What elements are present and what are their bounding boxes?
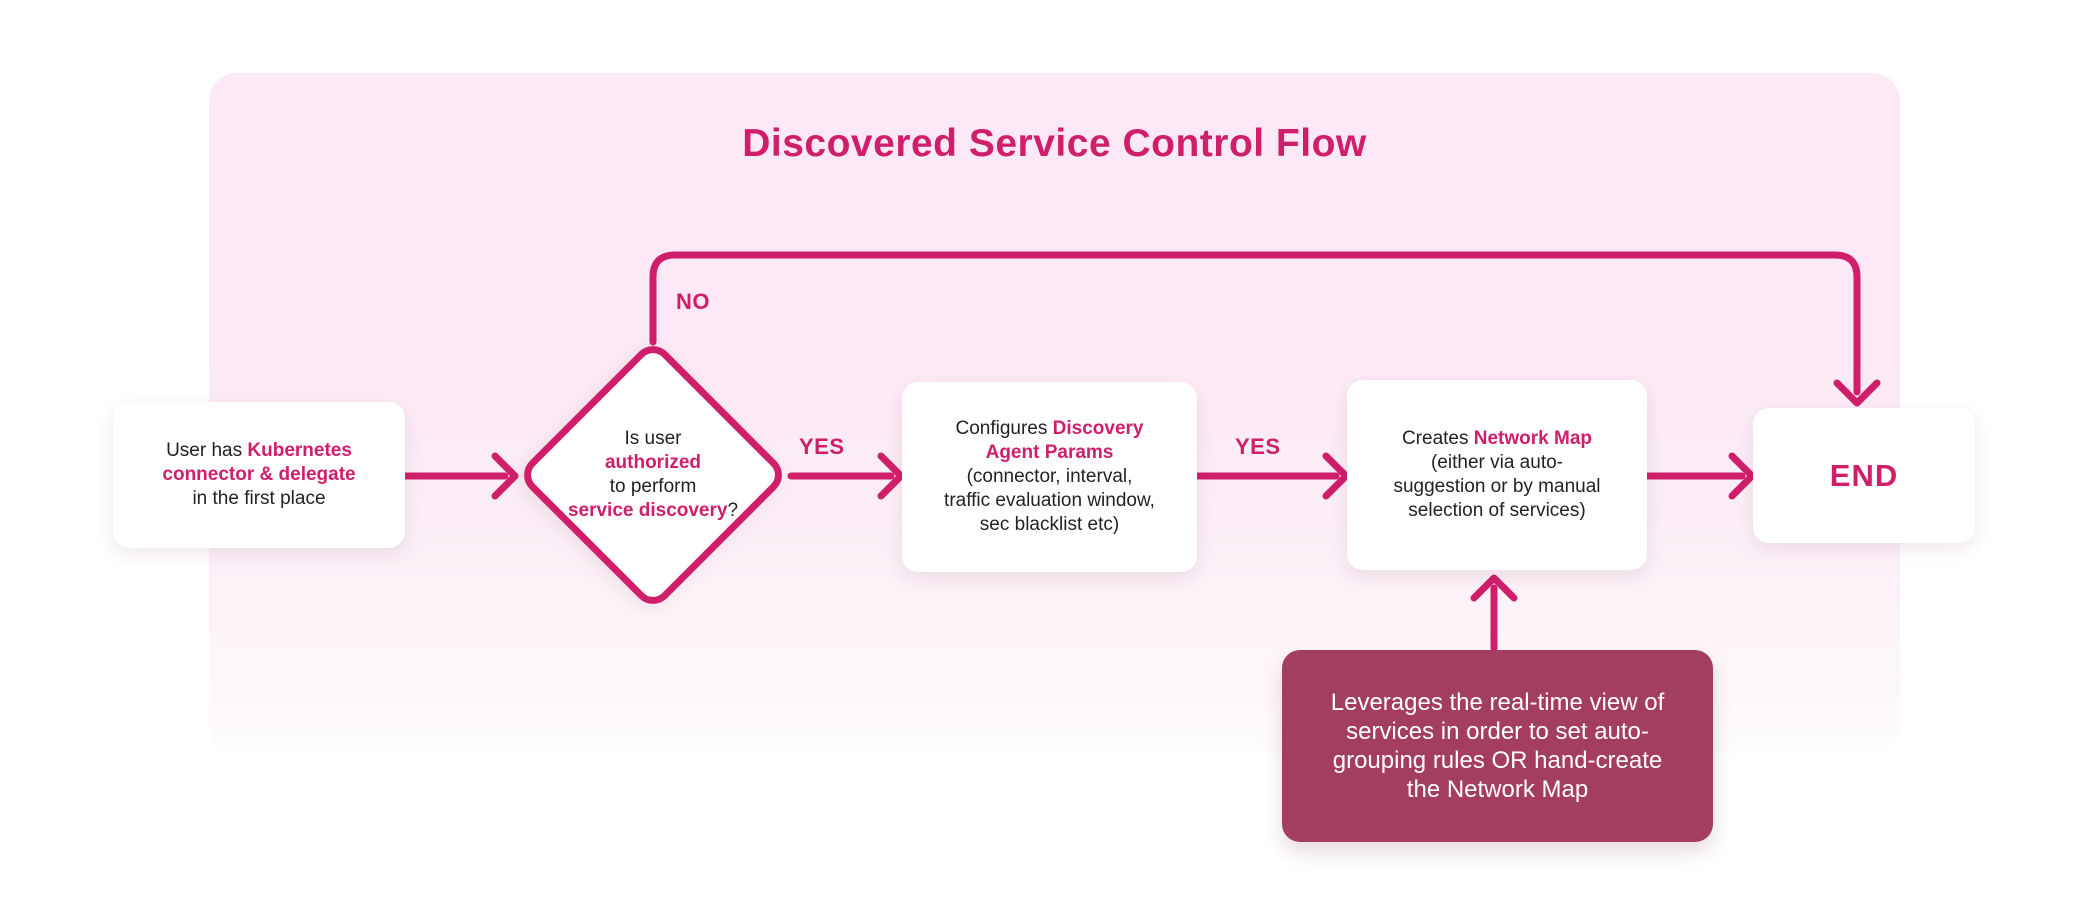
label-yes-first: YES: [799, 434, 845, 459]
text-line: Agent Params: [985, 442, 1114, 463]
text-line: Is user: [624, 428, 682, 449]
arrowhead-note-to-networkmap: [1470, 574, 1518, 602]
text-line: service discovery?: [567, 500, 739, 521]
label-yes-second: YES: [1235, 434, 1281, 459]
node-end-label: END: [1829, 457, 1899, 493]
arrowhead-decision-to-configure: [877, 452, 905, 500]
text-line: User has Kubernetes: [166, 440, 352, 461]
text-line: connector & delegate: [162, 464, 356, 485]
connector-no-route: [649, 251, 1861, 396]
text-line: Configures Discovery: [955, 418, 1144, 439]
text-line: (connector, interval,: [966, 466, 1133, 487]
text-line: authorized: [604, 452, 702, 473]
node-end: END: [1753, 408, 1975, 543]
text-line: (either via auto-: [1430, 452, 1563, 473]
text-line: traffic evaluation window,: [944, 490, 1155, 511]
node-creates-network-map: Creates Network Map (either via auto- su…: [1347, 380, 1647, 570]
text-line: Creates Network Map: [1401, 428, 1593, 449]
node-network-map-text: Creates Network Map (either via auto- su…: [1393, 427, 1600, 523]
note-box: Leverages the real-time view of services…: [1282, 650, 1713, 842]
text-line: suggestion or by manual: [1393, 476, 1601, 497]
text-line: sec blacklist etc): [979, 514, 1120, 535]
label-no: NO: [676, 289, 710, 314]
arrowhead-start-to-decision: [491, 452, 519, 500]
diagram-title: Discovered Service Control Flow: [742, 122, 1367, 165]
node-configure-text: Configures Discovery Agent Params (conne…: [944, 417, 1155, 537]
node-start-text: User has Kubernetes connector & delegate…: [162, 439, 355, 511]
node-configure-discovery-params: Configures Discovery Agent Params (conne…: [902, 382, 1197, 572]
text-line: in the first place: [192, 488, 326, 509]
node-start: User has Kubernetes connector & delegate…: [113, 402, 405, 548]
arrowhead-no-into-end: [1833, 379, 1881, 407]
note-text: Leverages the real-time view of services…: [1330, 689, 1665, 803]
decision-diamond-text: Is user authorized to perform service di…: [533, 427, 773, 523]
arrowhead-networkmap-to-end: [1728, 452, 1756, 500]
text-line: to perform: [609, 476, 697, 497]
arrowhead-configure-to-networkmap: [1322, 452, 1350, 500]
text-line: selection of services): [1408, 500, 1586, 521]
